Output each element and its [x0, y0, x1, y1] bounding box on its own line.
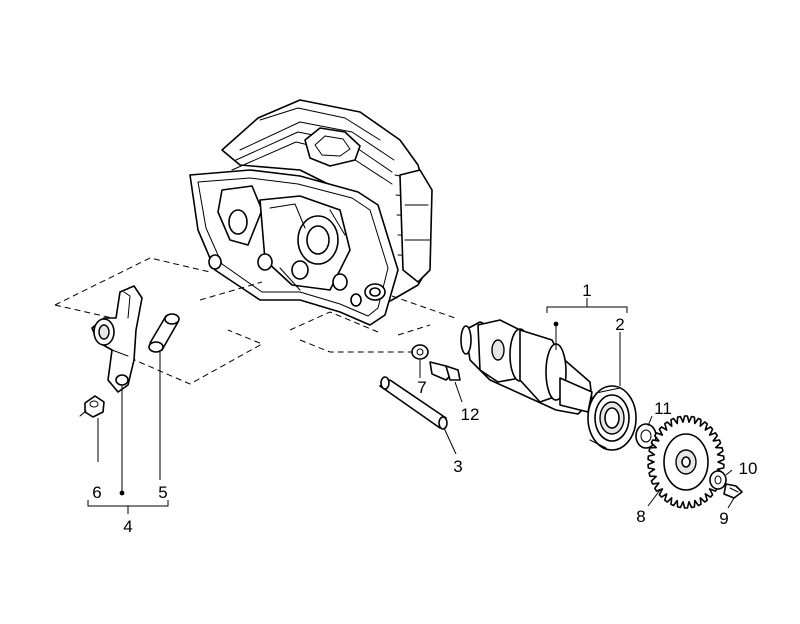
connector-dot [119, 490, 125, 496]
rocker-arm [91, 285, 143, 393]
dowel-pin [379, 376, 448, 430]
camshaft [460, 319, 593, 415]
callout-12: 12 [461, 405, 480, 424]
callout-8: 8 [636, 507, 645, 526]
callout-7: 7 [417, 378, 426, 397]
callout-6: 6 [92, 483, 101, 502]
adjuster-nut [79, 395, 105, 418]
callout-1: 1 [582, 281, 591, 300]
washer [709, 470, 727, 490]
callout-9: 9 [719, 509, 728, 528]
bearing [587, 385, 637, 451]
connector-dot [553, 321, 559, 327]
sprocket-bolt [723, 483, 743, 499]
callout-11: 11 [654, 399, 672, 418]
callout-labels: 1 2 3 4 5 6 7 8 9 10 11 12 [92, 281, 757, 536]
leader-lines [87, 298, 735, 514]
small-bolt [429, 361, 461, 381]
callout-4: 4 [123, 517, 132, 536]
cylinder-head [189, 99, 433, 326]
small-washer [411, 344, 429, 360]
callout-3: 3 [453, 457, 462, 476]
callout-10: 10 [739, 459, 758, 478]
callout-2: 2 [615, 315, 624, 334]
cam-sprocket [647, 415, 725, 509]
rocker-shaft-pin [148, 313, 180, 353]
callout-5: 5 [158, 483, 167, 502]
